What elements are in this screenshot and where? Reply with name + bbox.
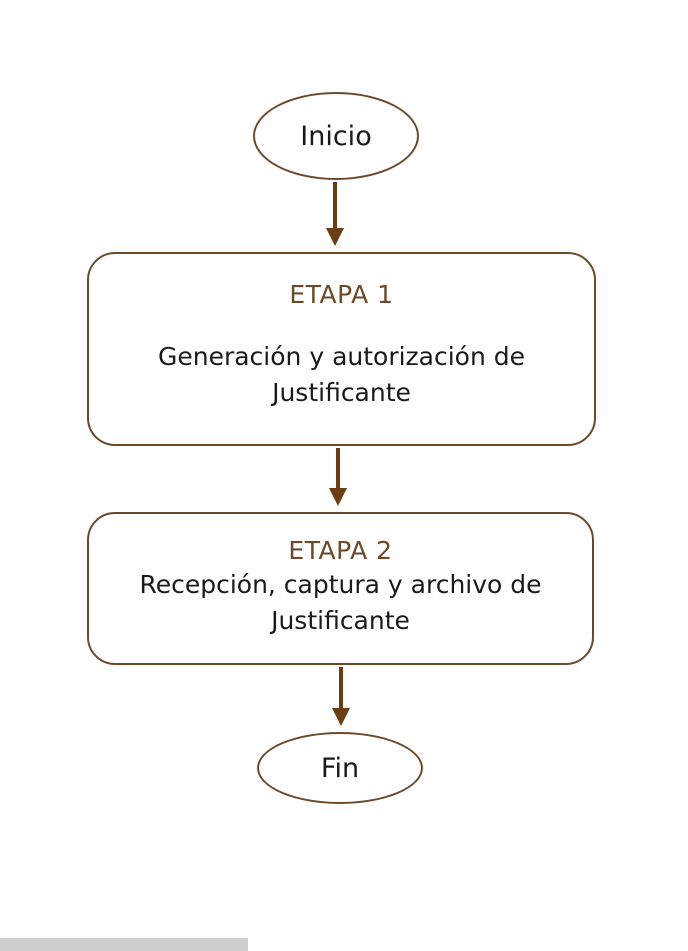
bottom-scroll-bar <box>0 938 248 951</box>
stage-1-description-line2: Justificante <box>272 378 411 407</box>
start-node: Inicio <box>253 92 419 180</box>
stage-2-box: ETAPA 2 Recepción, captura y archivo de … <box>87 512 594 665</box>
arrow-stage1-to-stage2 <box>329 448 347 506</box>
end-node: Fin <box>257 732 423 804</box>
stage-2-title: ETAPA 2 <box>288 536 393 565</box>
stage-2-description: Recepción, captura y archivo de Justific… <box>89 567 592 639</box>
start-label: Inicio <box>300 120 372 152</box>
stage-2-description-line2: Justificante <box>271 606 410 635</box>
stage-1-description-line1: Generación y autorización de <box>157 342 526 371</box>
stage-1-title: ETAPA 1 <box>289 280 394 309</box>
arrow-stage2-to-end <box>332 667 350 726</box>
stage-1-box: ETAPA 1 Generación y autorización de Jus… <box>87 252 596 446</box>
stage-2-description-line1: Recepción, captura y archivo de <box>139 570 542 599</box>
arrow-start-to-stage1 <box>326 182 344 246</box>
stage-1-description: Generación y autorización de Justificant… <box>89 339 594 411</box>
end-label: Fin <box>320 752 360 784</box>
